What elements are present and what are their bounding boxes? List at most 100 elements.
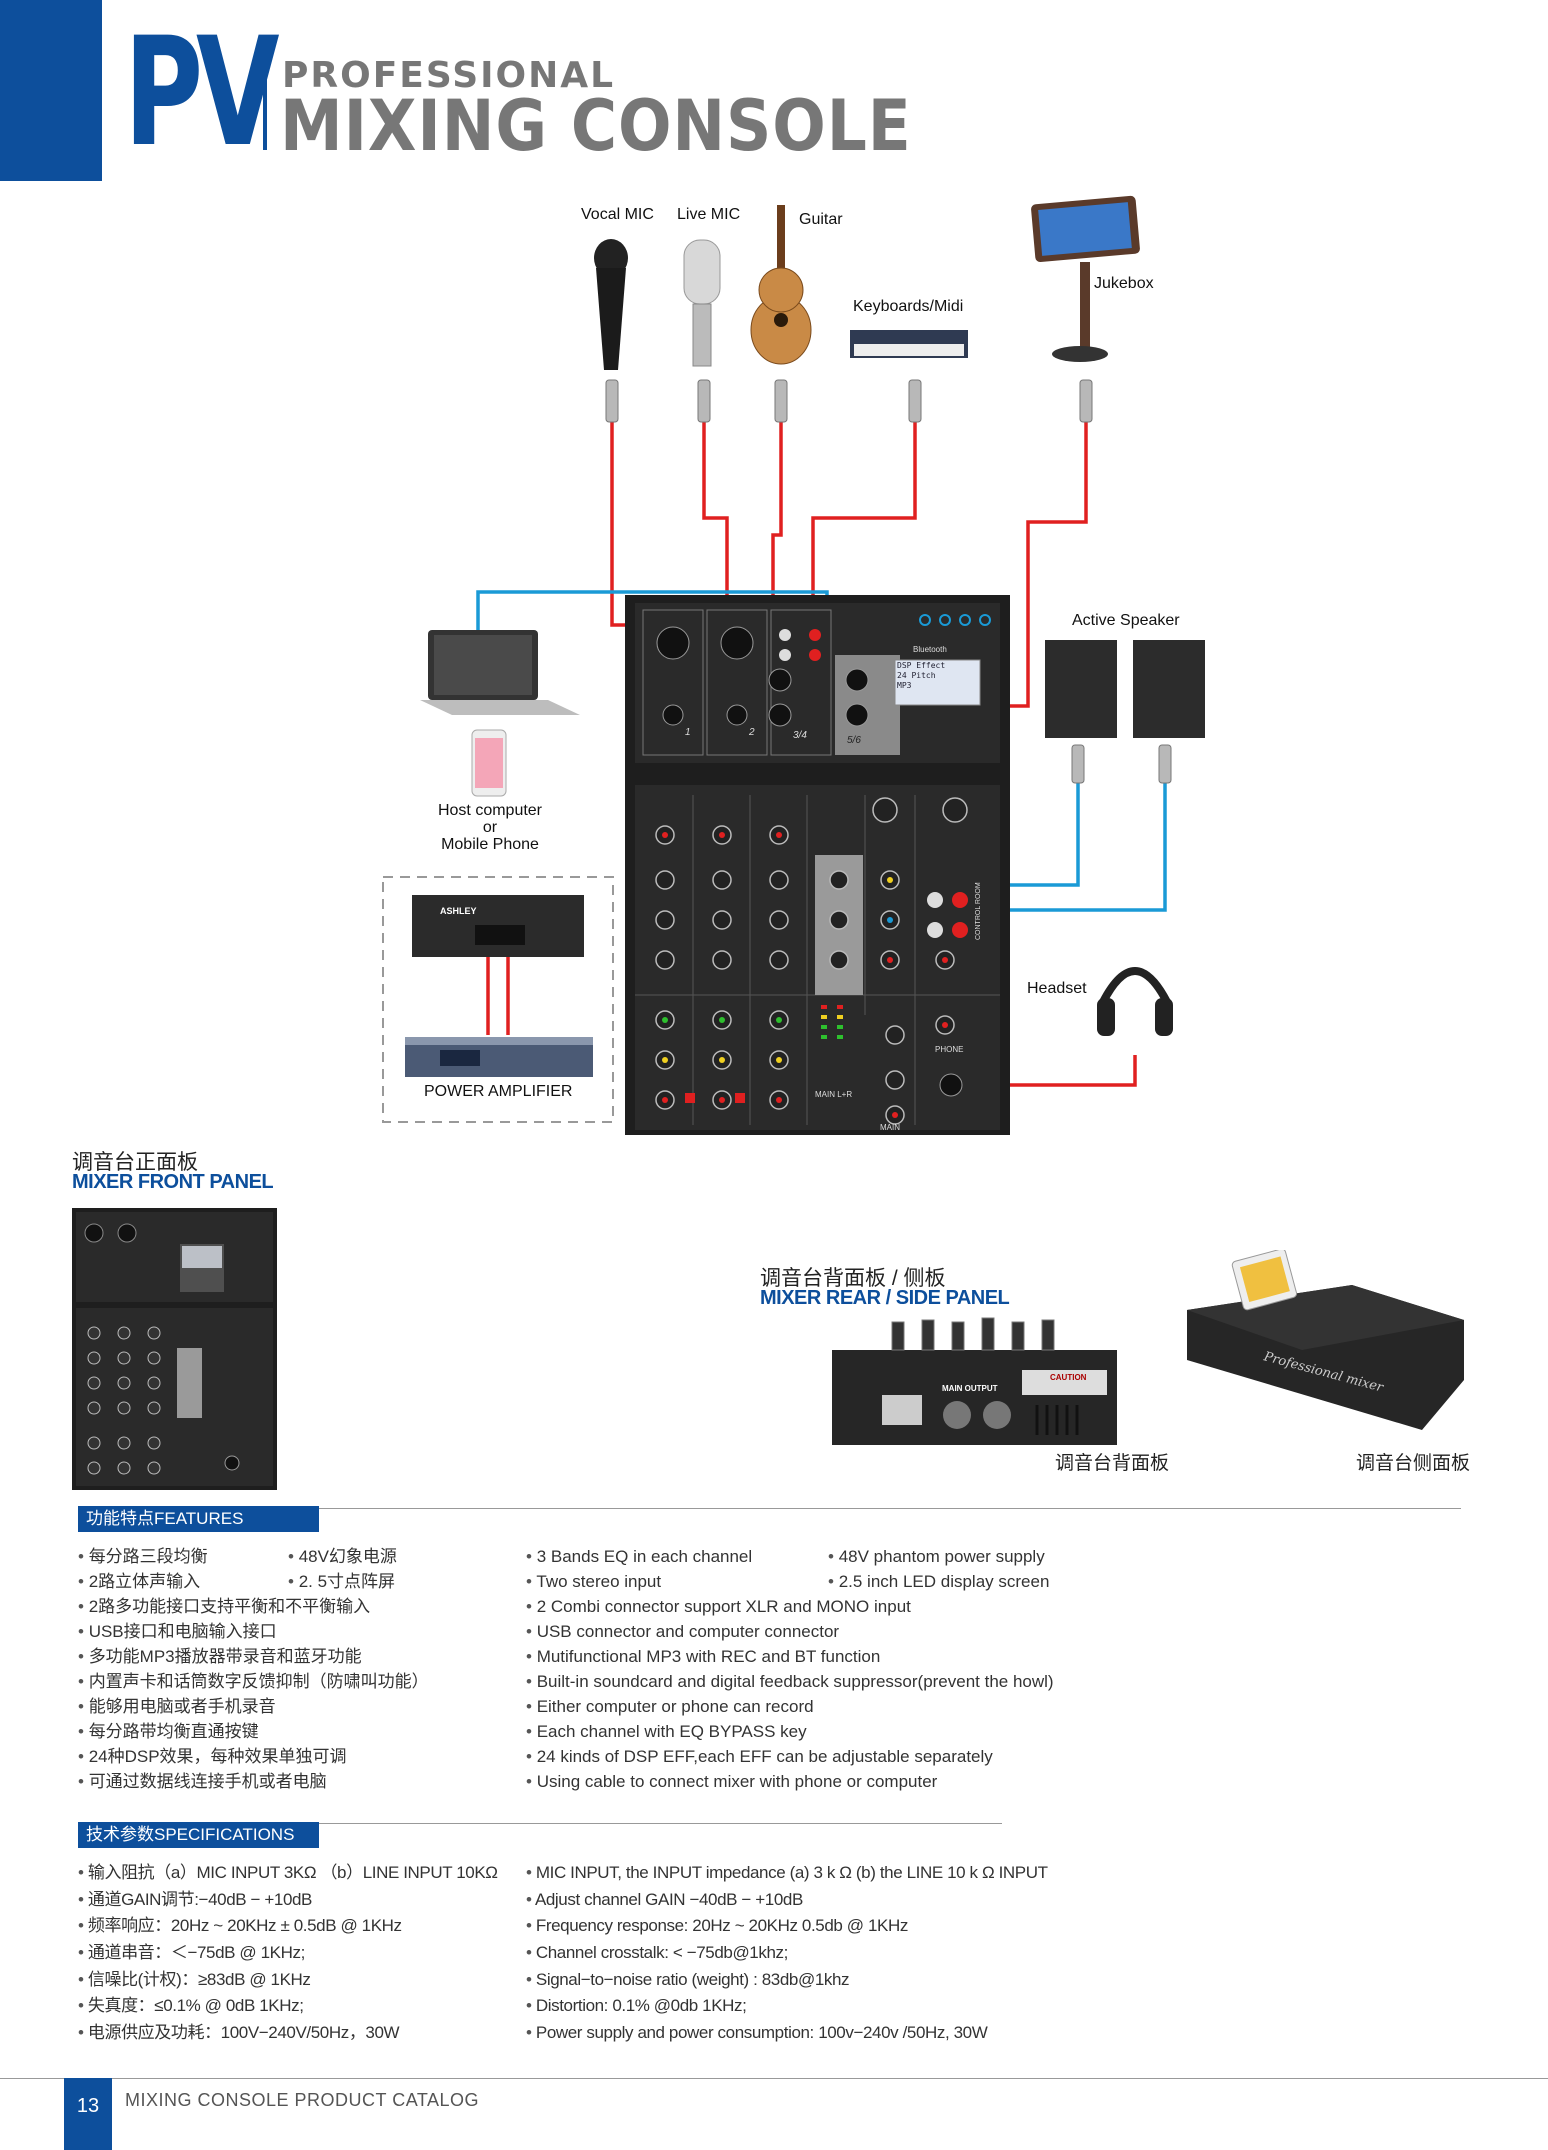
list-item: 多功能MP3播放器带录音和蓝牙功能 — [78, 1644, 518, 1669]
plug-vocal — [605, 379, 619, 423]
specs-divider — [319, 1823, 1002, 1824]
label-active-speaker: Active Speaker — [1072, 612, 1180, 629]
list-item: 内置声卡和话筒数字反馈抑制（防啸叫功能） — [78, 1669, 518, 1694]
laptop-icon — [420, 630, 580, 715]
list-item: Mutifunctional MP3 with REC and BT funct… — [526, 1644, 1126, 1669]
label-guitar: Guitar — [799, 211, 843, 228]
ch-label-2: 2 — [749, 727, 755, 738]
mixer-diagram: DSP Effect 24 Pitch MP3 1 2 3/4 5/6 Blue… — [625, 595, 1010, 1135]
label-host: Host computer or Mobile Phone — [437, 802, 543, 853]
specs-heading: 技术参数SPECIFICATIONS — [78, 1822, 319, 1848]
list-item: Two stereo input — [526, 1569, 826, 1594]
features-cn-right: 48V幻象电源 2. 5寸点阵屏 — [288, 1544, 488, 1594]
mixer-lcd: DSP Effect 24 Pitch MP3 — [897, 661, 946, 690]
features-cn-left: 每分路三段均衡 2路立体声输入 — [78, 1544, 278, 1594]
footer-title: MIXING CONSOLE PRODUCT CATALOG — [125, 2090, 480, 2110]
list-item: 频率响应：20Hz ~ 20KHz ± 0.5dB @ 1KHz — [78, 1913, 518, 1940]
cable-headset — [970, 1055, 1137, 1087]
features-en-right: 48V phantom power supply 2.5 inch LED di… — [828, 1544, 1128, 1594]
ch-label-3-4: 3/4 — [793, 730, 807, 741]
front-panel-cn-title: 调音台正面板 — [72, 1151, 198, 1174]
specs-en: MIC INPUT, the INPUT impedance (a) 3 k Ω… — [526, 1860, 1126, 2047]
label-vocal-mic: Vocal MIC — [581, 206, 654, 223]
list-item: 2. 5寸点阵屏 — [288, 1569, 488, 1594]
label-keyboards: Keyboards/Midi — [853, 298, 964, 315]
list-item: 2路立体声输入 — [78, 1569, 278, 1594]
phone-icon — [471, 729, 507, 797]
features-divider — [319, 1508, 1461, 1509]
list-item: Adjust channel GAIN −40dB − +10dB — [526, 1887, 1126, 1914]
list-item: Distortion: 0.1% @0db 1KHz; — [526, 1993, 1126, 2020]
rear-panel-caption: 调音台背面板 — [1055, 1453, 1170, 1474]
header-blue-block — [0, 0, 102, 181]
list-item: Power supply and power consumption: 100v… — [526, 2020, 1126, 2047]
features-en-full: 2 Combi connector support XLR and MONO i… — [526, 1594, 1126, 1794]
main-level-label: MAIN — [880, 1123, 900, 1132]
features-en-left: 3 Bands EQ in each channel Two stereo in… — [526, 1544, 826, 1594]
list-item: USB接口和电脑输入接口 — [78, 1619, 518, 1644]
page-number: 13 — [64, 2078, 112, 2150]
header-subtitle: PROFESSIONAL — [282, 55, 616, 96]
list-item: 48V phantom power supply — [828, 1544, 1128, 1569]
list-item: Channel crosstalk: < −75db@1khz; — [526, 1940, 1126, 1967]
features-cn-full: 2路多功能接口支持平衡和不平衡输入 USB接口和电脑输入接口 多功能MP3播放器… — [78, 1594, 518, 1794]
list-item: Each channel with EQ BYPASS key — [526, 1719, 1126, 1744]
list-item: 输入阻抗（a）MIC INPUT 3KΩ （b）LINE INPUT 10KΩ — [78, 1860, 518, 1887]
list-item: 电源供应及功耗：100V−240V/50Hz，30W — [78, 2020, 518, 2047]
vocal-mic-icon — [594, 239, 628, 370]
rear-panel-en-title: MIXER REAR / SIDE PANEL — [760, 1287, 1010, 1309]
list-item: 每分路带均衡直通按键 — [78, 1719, 518, 1744]
label-headset: Headset — [1027, 980, 1087, 997]
guitar-icon — [750, 205, 812, 365]
list-item: 失真度：≤0.1% @ 0dB 1KHz; — [78, 1993, 518, 2020]
rear-panel-image: MAIN OUTPUT CAUTION — [832, 1310, 1117, 1445]
list-item: 信噪比(计权)：≥83dB @ 1KHz — [78, 1967, 518, 1994]
caution-label: CAUTION — [1050, 1373, 1087, 1382]
features-heading: 功能特点FEATURES — [78, 1506, 319, 1532]
bluetooth-label: Bluetooth — [913, 645, 947, 654]
list-item: MIC INPUT, the INPUT impedance (a) 3 k Ω… — [526, 1860, 1126, 1887]
ch-label-1: 1 — [685, 727, 691, 738]
plug-speaker-r — [1158, 744, 1172, 784]
connection-diagram — [382, 195, 1205, 1123]
list-item: Built-in soundcard and digital feedback … — [526, 1669, 1126, 1694]
label-jukebox: Jukebox — [1094, 275, 1154, 292]
mixer-diagram-graphic — [625, 595, 1010, 1135]
cable-keyboards — [811, 420, 917, 670]
front-panel-en-title: MIXER FRONT PANEL — [72, 1171, 274, 1193]
plug-speaker-l — [1071, 744, 1085, 784]
phone-label: PHONE — [935, 1045, 964, 1054]
plug-live — [697, 379, 711, 423]
list-item: Signal−to−noise ratio (weight) : 83db@1k… — [526, 1967, 1126, 1994]
live-mic-icon — [683, 239, 721, 367]
list-item: 24种DSP效果，每种效果单独可调 — [78, 1744, 518, 1769]
front-panel-graphic — [76, 1212, 273, 1486]
keyboard-icon — [850, 330, 968, 358]
headset-icon — [1099, 967, 1171, 1004]
brand-logo: PV — [124, 6, 280, 180]
list-item: 2.5 inch LED display screen — [828, 1569, 1128, 1594]
list-item: 通道GAIN调节:−40dB − +10dB — [78, 1887, 518, 1914]
list-item: Using cable to connect mixer with phone … — [526, 1769, 1126, 1794]
main-output-label: MAIN OUTPUT — [942, 1384, 998, 1393]
list-item: 2路多功能接口支持平衡和不平衡输入 — [78, 1594, 518, 1619]
list-item: 3 Bands EQ in each channel — [526, 1544, 826, 1569]
list-item: USB connector and computer connector — [526, 1619, 1126, 1644]
control-room-label: CONTROL ROOM — [975, 882, 982, 940]
main-lr-label: MAIN L+R — [815, 1090, 853, 1099]
power-amplifier-icon — [405, 1037, 593, 1077]
list-item: 每分路三段均衡 — [78, 1544, 278, 1569]
plug-jukebox — [1079, 379, 1093, 423]
plug-keyboards — [908, 379, 922, 423]
list-item: Either computer or phone can record — [526, 1694, 1126, 1719]
label-live-mic: Live MIC — [677, 206, 741, 223]
headset-earcups — [1097, 998, 1173, 1036]
list-item: 通道串音：＜−75dB @ 1KHz; — [78, 1940, 518, 1967]
list-item: 48V幻象电源 — [288, 1544, 488, 1569]
list-item: 2 Combi connector support XLR and MONO i… — [526, 1594, 1126, 1619]
side-panel-caption: 调音台侧面板 — [1356, 1453, 1471, 1474]
amp-brand: ASHLEY — [440, 906, 477, 916]
jukebox-icon — [1031, 195, 1140, 362]
list-item: 可通过数据线连接手机或者电脑 — [78, 1769, 518, 1794]
active-speaker-icon — [1045, 640, 1205, 738]
